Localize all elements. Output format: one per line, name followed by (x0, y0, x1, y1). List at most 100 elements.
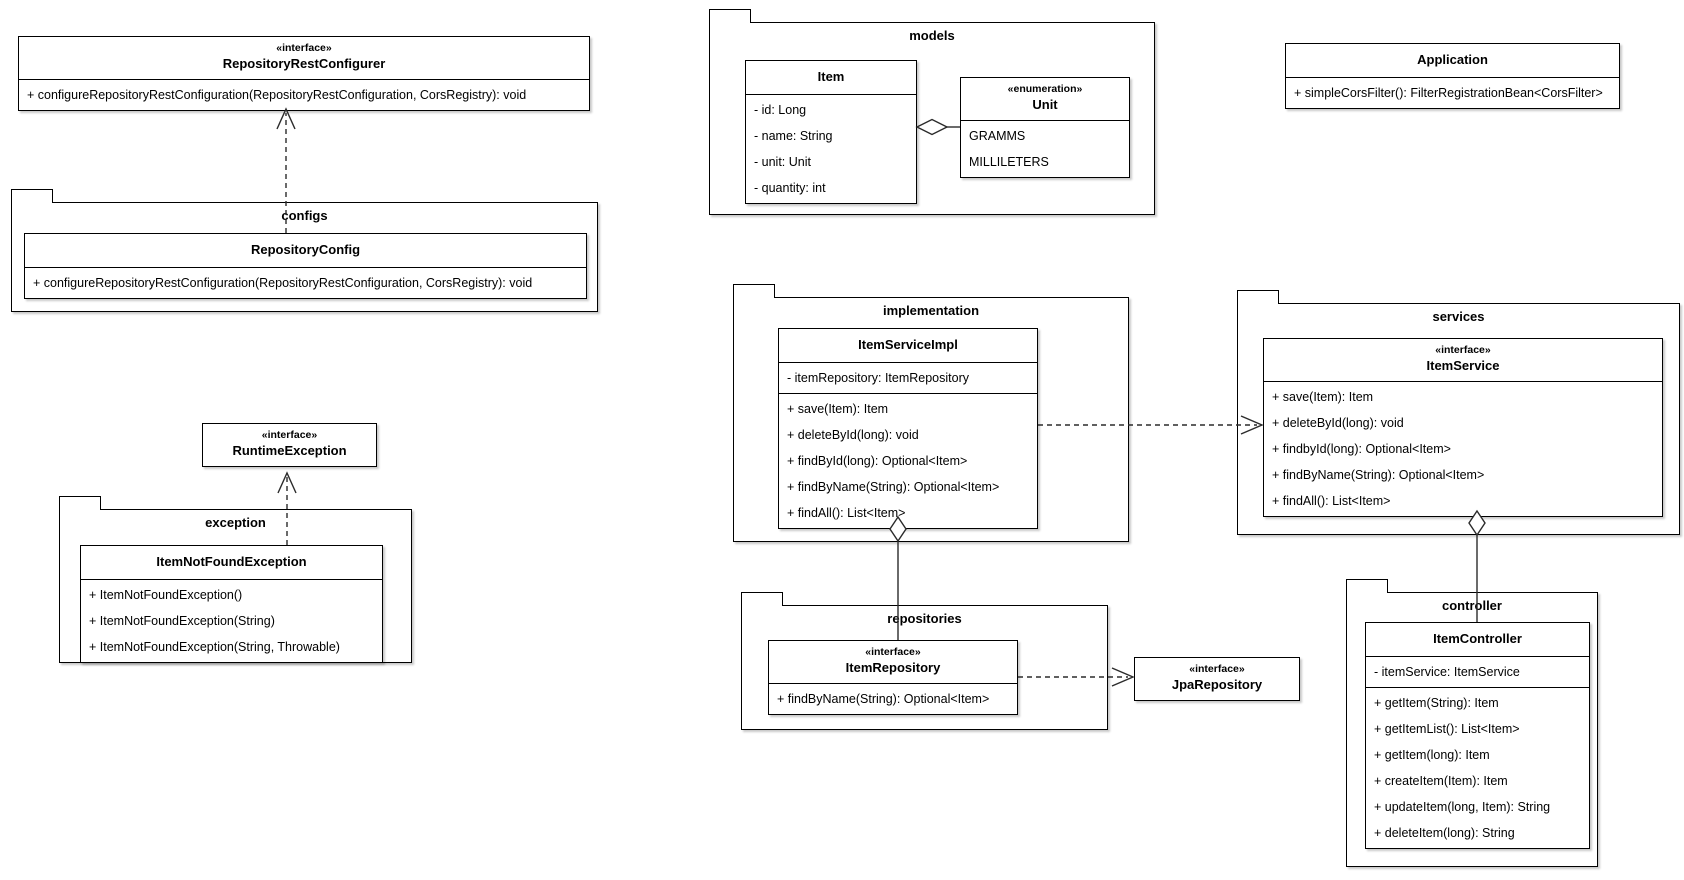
attributes-section: - id: Long - name: String - unit: Unit -… (746, 93, 916, 203)
class-name: ItemRepository (845, 659, 941, 675)
package-tab (11, 189, 53, 203)
attribute-row: - id: Long (754, 102, 807, 117)
method-row: + findByName(String): Optional<Item> (1272, 467, 1485, 482)
interface-box-item-repository: «interface» ItemRepository + findByName(… (768, 640, 1018, 715)
method-row: + ItemNotFoundException(String, Throwabl… (89, 639, 340, 654)
enum-value-row: MILLILETERS (969, 154, 1049, 169)
class-name: ItemServiceImpl (858, 337, 958, 352)
class-header: «interface» ItemRepository (769, 641, 1017, 683)
class-box-item-service-impl: ItemServiceImpl - itemRepository: ItemRe… (778, 328, 1038, 529)
package-tab (741, 592, 783, 606)
class-header: ItemNotFoundException (81, 546, 382, 579)
class-box-runtime-exception: «interface» RuntimeException (202, 423, 377, 467)
class-box-repository-config: RepositoryConfig + configureRepositoryRe… (24, 233, 587, 299)
values-section: GRAMMS MILLILETERS (961, 119, 1129, 177)
method-row: + save(Item): Item (1272, 389, 1374, 404)
enum-value-row: GRAMMS (969, 128, 1026, 143)
methods-section: + getItem(String): Item + getItemList():… (1366, 686, 1589, 848)
interface-box-item-service: «interface» ItemService + save(Item): It… (1263, 338, 1663, 517)
method-row: + ItemNotFoundException(String) (89, 613, 275, 628)
class-header: Application (1286, 44, 1619, 77)
package-title: services (1432, 309, 1485, 324)
methods-section: + save(Item): Item + deleteById(long): v… (779, 392, 1037, 528)
class-name: JpaRepository (1171, 676, 1263, 692)
method-row: + findbyId(long): Optional<Item> (1272, 441, 1451, 456)
method-row: + findAll(): List<Item> (787, 505, 906, 520)
class-stereotype: «interface» (261, 429, 318, 441)
method-row: + updateItem(long, Item): String (1374, 799, 1551, 814)
package-title: repositories (887, 611, 962, 626)
class-name: RepositoryConfig (250, 242, 361, 257)
method-row: + findByName(String): Optional<Item> (777, 691, 990, 706)
class-header: RepositoryConfig (25, 234, 586, 267)
class-header: «enumeration» Unit (961, 78, 1129, 120)
method-row: + configureRepositoryRestConfiguration(R… (27, 87, 527, 102)
methods-section: + findByName(String): Optional<Item> (769, 682, 1017, 714)
method-row: + deleteItem(long): String (1374, 825, 1515, 840)
class-box-application: Application + simpleCorsFilter(): Filter… (1285, 43, 1620, 109)
method-row: + save(Item): Item (787, 401, 889, 416)
attributes-section: - itemService: ItemService (1366, 655, 1589, 687)
class-box-item-controller: ItemController - itemService: ItemServic… (1365, 622, 1590, 849)
class-box-item: Item - id: Long - name: String - unit: U… (745, 60, 917, 204)
attribute-row: - quantity: int (754, 180, 826, 195)
package-tab (59, 496, 101, 510)
package-tab (733, 284, 775, 298)
package-title: exception (205, 515, 266, 530)
method-row: + deleteById(long): void (1272, 415, 1404, 430)
class-stereotype: «interface» (1189, 663, 1245, 675)
class-header: «interface» ItemService (1264, 339, 1662, 381)
package-title: controller (1442, 598, 1502, 613)
dependency-arrowhead-icon (1111, 667, 1135, 687)
class-header: Item (746, 61, 916, 94)
method-row: + getItem(long): Item (1374, 747, 1490, 762)
methods-section: + save(Item): Item + deleteById(long): v… (1264, 380, 1662, 516)
class-name: Item (817, 69, 845, 84)
methods-section: + simpleCorsFilter(): FilterRegistration… (1286, 76, 1619, 108)
realization-arrowhead-icon (276, 107, 296, 130)
methods-section: + configureRepositoryRestConfiguration(R… (19, 78, 589, 110)
method-row: + createItem(Item): Item (1374, 773, 1508, 788)
class-stereotype: «enumeration» (1007, 83, 1083, 95)
class-name: ItemService (1426, 357, 1500, 373)
package-tab (709, 9, 751, 23)
method-row: + deleteById(long): void (787, 427, 919, 442)
method-row: + ItemNotFoundException() (89, 587, 243, 602)
package-title: models (909, 28, 955, 43)
method-row: + findAll(): List<Item> (1272, 493, 1391, 508)
interface-box-jpa-repository: «interface» JpaRepository (1134, 657, 1300, 701)
method-row: + getItemList(): List<Item> (1374, 721, 1520, 736)
attribute-row: - unit: Unit (754, 154, 811, 169)
class-header: «interface» RepositoryRestConfigurer (19, 37, 589, 79)
method-row: + getItem(String): Item (1374, 695, 1499, 710)
class-name: ItemController (1433, 631, 1522, 646)
class-header: ItemServiceImpl (779, 329, 1037, 362)
class-box-repository-rest-configurer: «interface» RepositoryRestConfigurer + c… (18, 36, 590, 111)
package-tab (1346, 579, 1388, 593)
class-header: «interface» RuntimeException (203, 424, 376, 466)
method-row: + configureRepositoryRestConfiguration(R… (33, 275, 533, 290)
class-stereotype: «interface» (865, 646, 921, 658)
attribute-row: - itemService: ItemService (1374, 664, 1520, 679)
methods-section: + ItemNotFoundException() + ItemNotFound… (81, 578, 382, 662)
attributes-section: - itemRepository: ItemRepository (779, 361, 1037, 393)
attribute-row: - itemRepository: ItemRepository (787, 370, 970, 385)
class-box-item-not-found-exception: ItemNotFoundException + ItemNotFoundExce… (80, 545, 383, 663)
class-name: ItemNotFoundException (156, 554, 307, 569)
class-name: Application (1417, 52, 1488, 67)
method-row: + findById(long): Optional<Item> (787, 453, 968, 468)
enum-box-unit: «enumeration» Unit GRAMMS MILLILETERS (960, 77, 1130, 178)
class-stereotype: «interface» (1435, 344, 1491, 356)
package-tab (1237, 290, 1279, 304)
class-name: RuntimeException (232, 442, 347, 458)
method-row: + findByName(String): Optional<Item> (787, 479, 1000, 494)
class-header: ItemController (1366, 623, 1589, 656)
class-header: «interface» JpaRepository (1135, 658, 1299, 700)
methods-section: + configureRepositoryRestConfiguration(R… (25, 266, 586, 298)
package-title: implementation (882, 303, 980, 318)
class-name: Unit (1032, 96, 1058, 112)
class-stereotype: «interface» (276, 42, 332, 54)
package-title: configs (281, 208, 328, 223)
method-row: + simpleCorsFilter(): FilterRegistration… (1294, 85, 1603, 100)
